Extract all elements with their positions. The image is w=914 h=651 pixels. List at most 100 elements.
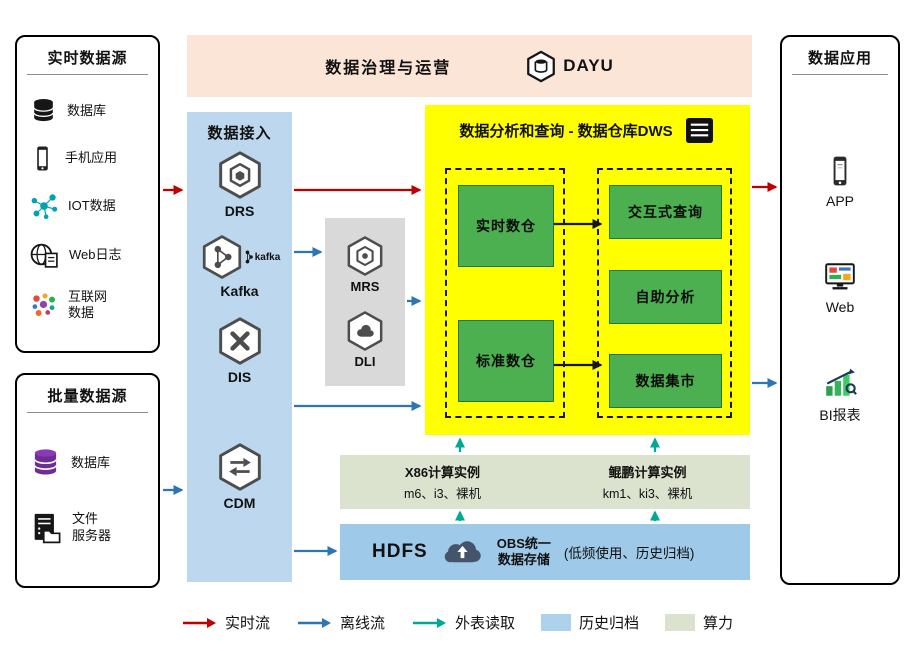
source-label: Web日志 xyxy=(69,247,122,262)
warehouse-group: 实时数仓 标准数仓 xyxy=(445,168,565,418)
app-label: BI报表 xyxy=(819,407,861,423)
dws-panel: 数据分析和查询 - 数据仓库DWS 实时数仓 标准数仓 交互式查询 自助分析 数… xyxy=(425,105,750,435)
batch-sources-list: 数据库 文件服务器 xyxy=(17,413,158,582)
compute-instances-panel: X86计算实例 m6、i3、裸机 鲲鹏计算实例 km1、ki3、裸机 xyxy=(340,455,750,509)
service-dis: DIS xyxy=(187,316,292,385)
list-item: 文件服务器 xyxy=(29,511,154,545)
hdfs-label: HDFS xyxy=(372,541,428,562)
compute-engines-panel: MRS DLI xyxy=(325,218,405,386)
legend-label: 历史归档 xyxy=(579,615,640,632)
service-label: CDM xyxy=(223,495,256,511)
engine-mrs: MRS xyxy=(346,235,384,294)
self-service-analysis-box: 自助分析 xyxy=(609,270,722,324)
compute-group-name: X86计算实例 xyxy=(404,465,481,480)
dws-title-row: 数据分析和查询 - 数据仓库DWS xyxy=(425,105,750,144)
legend-item-external-read: 外表读取 xyxy=(411,612,515,633)
mrs-hexagon-icon xyxy=(347,236,383,276)
source-label: 互联网数据 xyxy=(68,289,108,321)
batch-sources-panel: 批量数据源 数据库 文件服务器 xyxy=(15,373,160,588)
iot-network-icon xyxy=(31,194,58,220)
service-label: DIS xyxy=(227,369,252,385)
service-label: Kafka xyxy=(220,283,259,299)
legend-item-archive: 历史归档 xyxy=(541,612,639,633)
list-item: Web日志 xyxy=(29,241,154,270)
source-label: IOT数据 xyxy=(68,198,116,214)
dayu-hexagon-icon xyxy=(527,50,556,82)
list-item: 数据库 xyxy=(29,446,154,479)
batch-sources-title: 批量数据源 xyxy=(27,375,148,413)
data-mart-box: 数据集市 xyxy=(609,354,722,408)
kafka-hexagon-icon xyxy=(202,235,241,279)
legend-label: 离线流 xyxy=(339,615,385,632)
kafka-logo: kafka xyxy=(245,250,281,264)
legend-item-offline-flow: 离线流 xyxy=(296,612,385,633)
web-browser-icon xyxy=(825,263,855,290)
legend-label: 算力 xyxy=(703,615,734,632)
engine-label: MRS xyxy=(350,279,380,294)
data-access-panel: 数据接入 DRS xyxy=(187,112,292,582)
obs-storage-label: OBS统一数据存储 xyxy=(496,535,551,567)
realtime-sources-list: 数据库 手机应用 xyxy=(17,75,158,347)
legend: 实时流 离线流 外表读取 历史归档 算力 xyxy=(0,612,914,633)
source-label: 文件服务器 xyxy=(72,511,112,543)
analysis-group: 交互式查询 自助分析 数据集市 xyxy=(597,168,732,418)
drs-hexagon-icon xyxy=(218,151,261,199)
service-drs: DRS xyxy=(187,150,292,219)
legend-label: 实时流 xyxy=(224,615,270,632)
list-item: 数据库 xyxy=(29,96,154,125)
kunpeng-compute-group: 鲲鹏计算实例 km1、ki3、裸机 xyxy=(545,455,750,509)
external-read-arrow-icon xyxy=(412,617,446,628)
data-access-title: 数据接入 xyxy=(207,125,272,142)
source-label: 数据库 xyxy=(67,102,107,118)
legend-item-compute: 算力 xyxy=(665,612,733,633)
compute-group-spec: km1、ki3、裸机 xyxy=(602,487,693,501)
cdm-hexagon-icon xyxy=(218,443,261,491)
mobile-phone-icon xyxy=(37,146,48,171)
governance-title: 数据治理与运营 xyxy=(325,60,452,77)
compute-group-spec: m6、i3、裸机 xyxy=(403,487,482,501)
archive-color-swatch xyxy=(541,614,571,631)
file-server-icon xyxy=(34,513,61,543)
dayu-logo: DAYU xyxy=(526,50,614,83)
legend-item-realtime-flow: 实时流 xyxy=(181,612,270,633)
data-apps-panel: 数据应用 APP Web xyxy=(780,35,900,585)
dli-hexagon-icon xyxy=(347,311,383,351)
web-log-globe-icon xyxy=(30,243,58,268)
realtime-sources-title: 实时数据源 xyxy=(27,37,148,75)
engine-dli: DLI xyxy=(346,310,384,369)
database-icon xyxy=(33,99,54,122)
kafka-logo-text: kafka xyxy=(254,251,281,263)
dayu-logo-text: DAYU xyxy=(563,56,614,75)
app-phone-icon xyxy=(833,156,847,186)
list-item: 互联网数据 xyxy=(29,289,154,322)
app-label: Web xyxy=(825,299,855,315)
governance-banner: 数据治理与运营 DAYU xyxy=(187,35,752,97)
list-item: 手机应用 xyxy=(29,145,154,172)
service-cdm: CDM xyxy=(187,442,292,511)
dis-hexagon-icon xyxy=(218,317,261,365)
app-item-app: APP xyxy=(782,155,898,209)
legend-label: 外表读取 xyxy=(454,615,515,632)
database-purple-icon xyxy=(34,449,57,475)
app-item-web: Web xyxy=(782,261,898,315)
service-label: DRS xyxy=(224,203,255,219)
realtime-sources-panel: 实时数据源 数据库 手机应用 xyxy=(15,35,160,353)
obs-cloud-upload-icon xyxy=(444,541,481,563)
list-item: IOT数据 xyxy=(29,191,154,221)
source-label: 数据库 xyxy=(71,454,111,470)
compute-group-name: 鲲鹏计算实例 xyxy=(608,465,687,480)
compute-color-swatch xyxy=(665,614,696,631)
source-label: 手机应用 xyxy=(65,150,118,166)
dws-title: 数据分析和查询 - 数据仓库DWS xyxy=(459,123,673,140)
bi-chart-icon xyxy=(826,368,857,396)
standard-warehouse-box: 标准数仓 xyxy=(458,320,554,402)
kafka-logo-glyph-icon xyxy=(245,250,253,264)
offline-flow-arrow-icon xyxy=(297,617,331,628)
obs-storage-note: (低频使用、历史归档) xyxy=(563,546,695,561)
document-list-icon xyxy=(685,117,713,144)
realtime-flow-arrow-icon xyxy=(182,617,216,628)
engine-label: DLI xyxy=(354,354,376,369)
app-item-bi: BI报表 xyxy=(782,367,898,425)
interactive-query-box: 交互式查询 xyxy=(609,185,722,239)
